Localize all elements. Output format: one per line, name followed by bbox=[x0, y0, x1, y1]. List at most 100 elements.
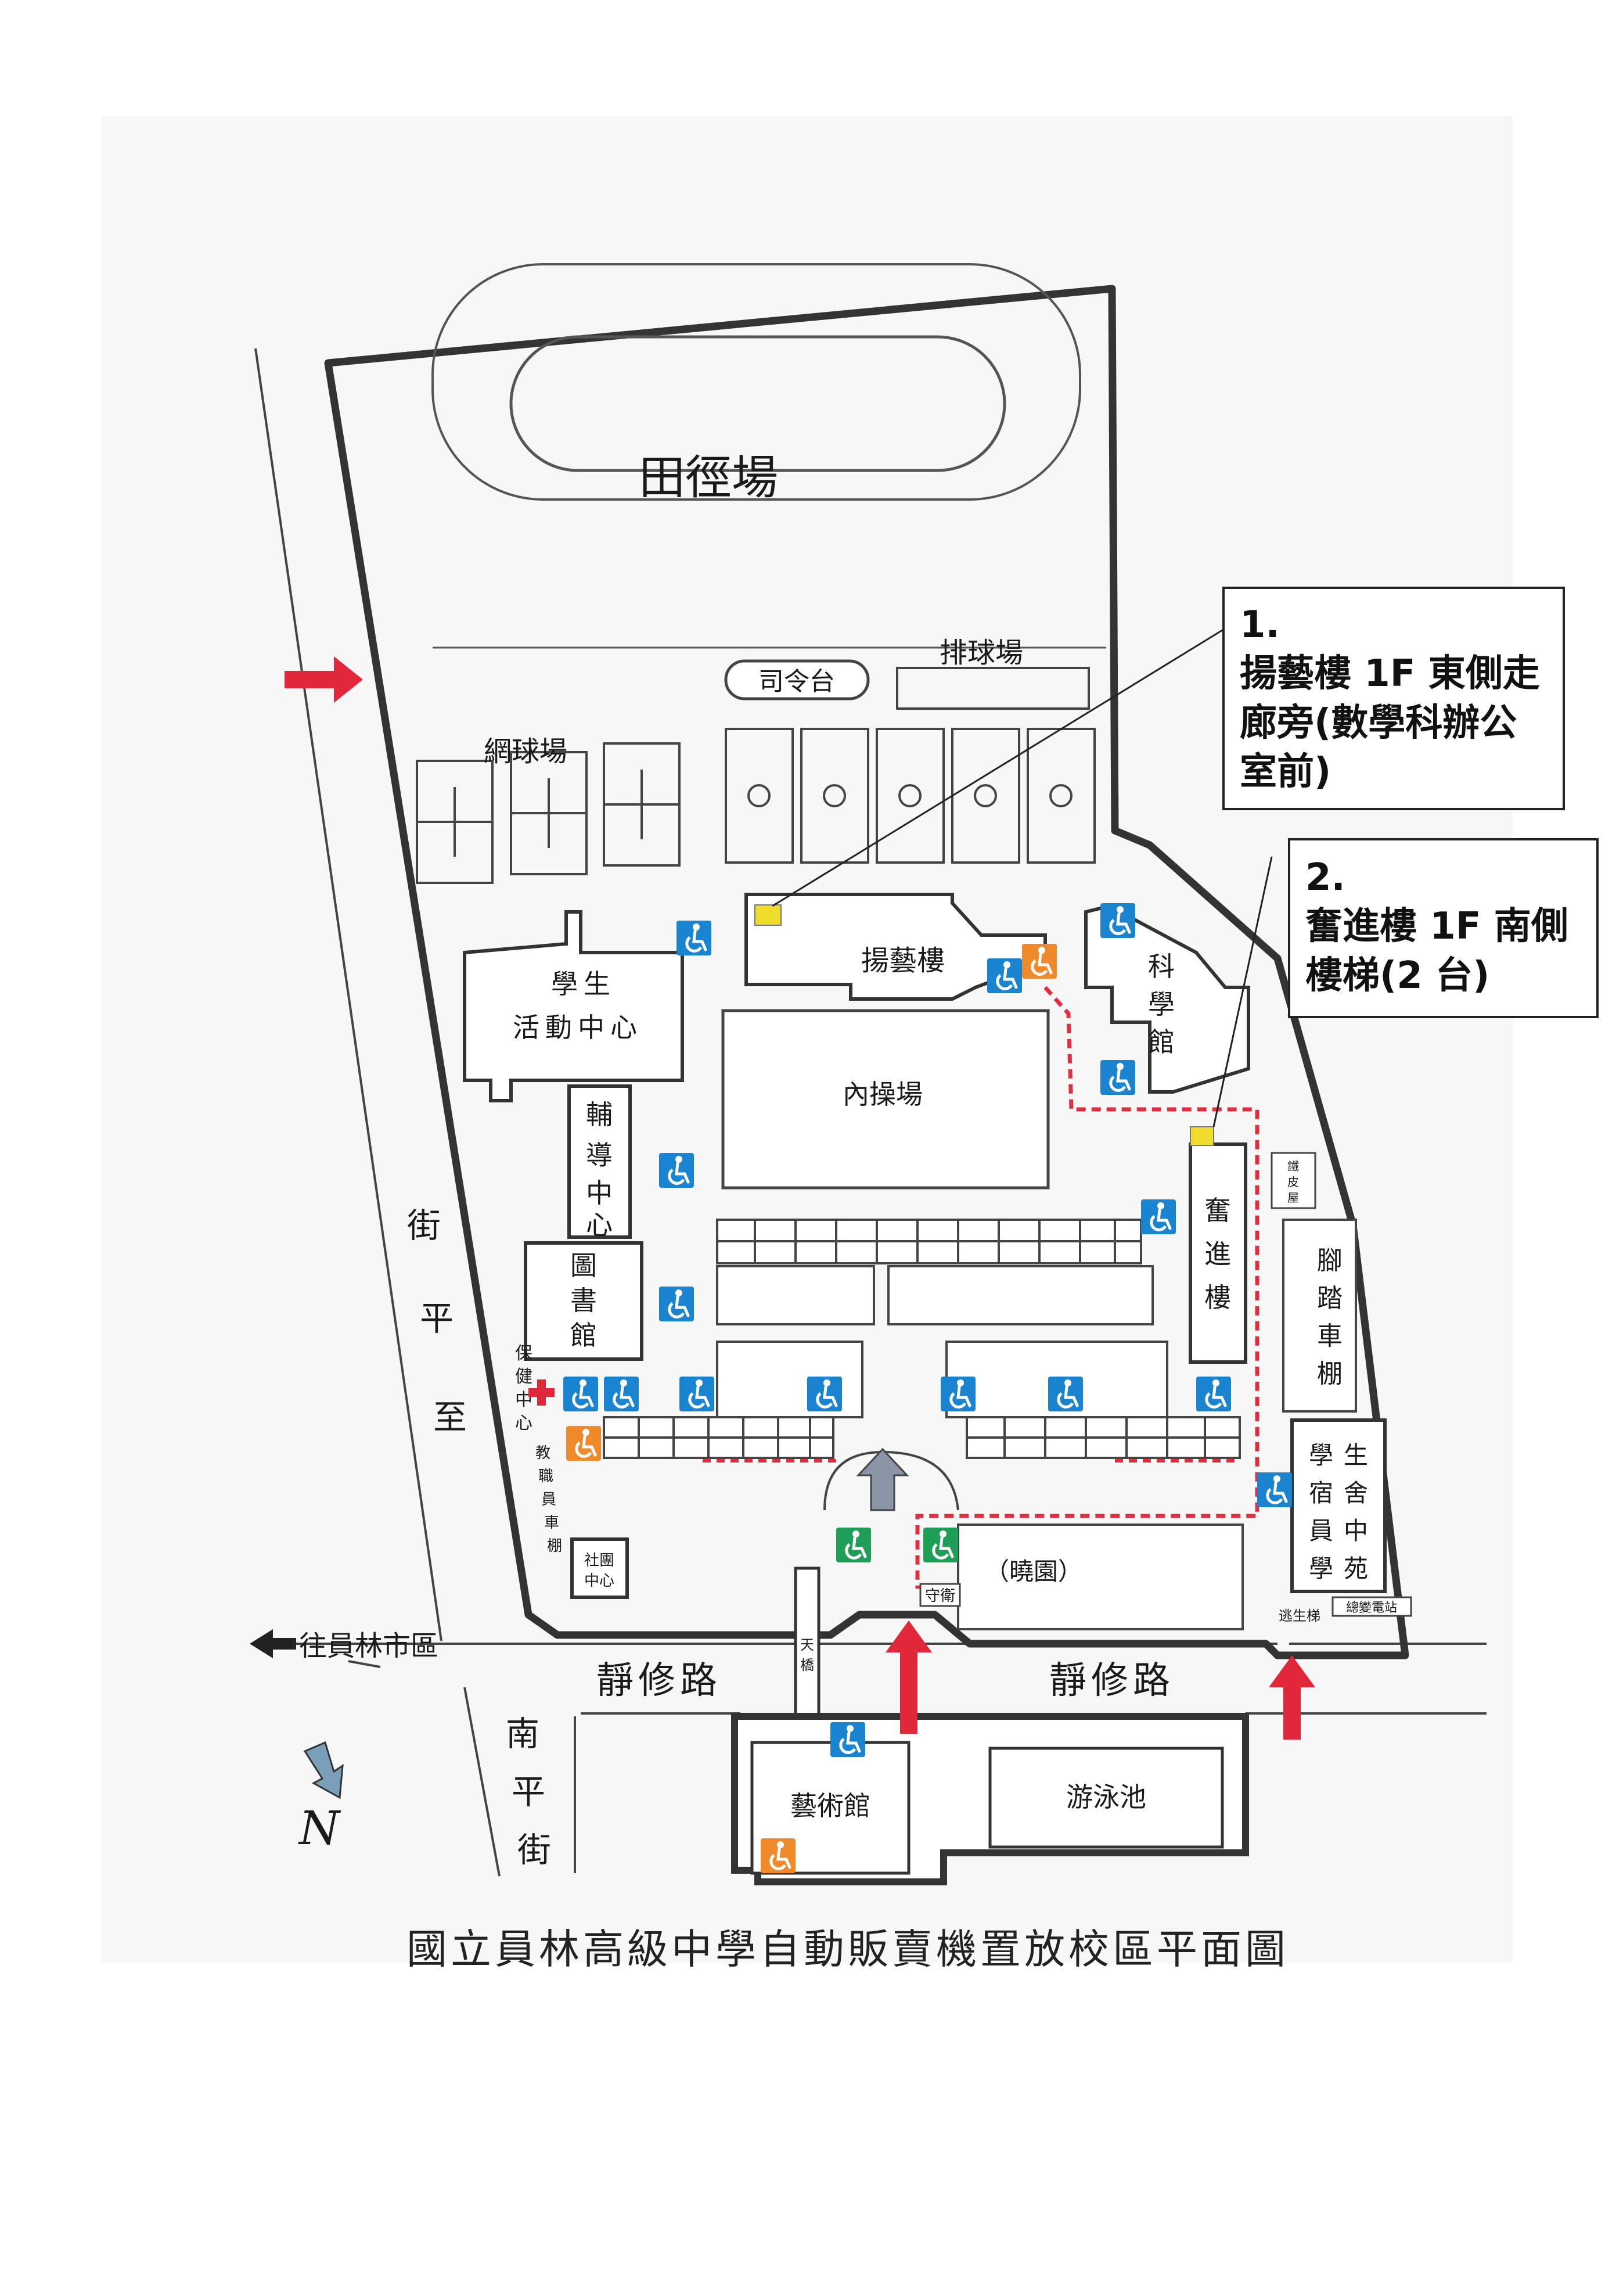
fenjin-label-1: 奮 bbox=[1204, 1195, 1231, 1226]
to-yuanlin-arrow bbox=[250, 1629, 296, 1658]
student-activity-center bbox=[463, 910, 684, 1102]
wheelchair-icon bbox=[941, 1377, 976, 1411]
fenjin-label-2: 進 bbox=[1204, 1238, 1231, 1270]
wheelchair-icon bbox=[1022, 944, 1057, 979]
callout-vending-1: 1. 揚藝樓 1F 東側走廊旁(數學科辦公室前) bbox=[1222, 587, 1565, 810]
callout-vending-2: 2. 奮進樓 1F 南側樓梯(2 台) bbox=[1288, 838, 1599, 1018]
zhiping-street-char-1: 街 bbox=[407, 1206, 441, 1245]
callout-1-leader bbox=[772, 629, 1223, 907]
callout-2-leader bbox=[1212, 856, 1273, 1127]
compass-label: N bbox=[298, 1801, 341, 1855]
corridor-grid-left bbox=[603, 1416, 834, 1459]
dorm-label-b1: 生 bbox=[1344, 1441, 1368, 1469]
bike-shed-label-1: 腳 bbox=[1317, 1246, 1343, 1275]
swimming-pool bbox=[988, 1747, 1224, 1849]
library-label-2: 書 bbox=[570, 1285, 597, 1316]
dorm-label-b2: 舍 bbox=[1344, 1479, 1368, 1507]
science-building bbox=[1084, 904, 1250, 1094]
yangyi-building-label: 揚藝樓 bbox=[861, 944, 945, 977]
zhiping-street-char-3: 至 bbox=[433, 1397, 467, 1437]
wheelchair-icon bbox=[1048, 1377, 1083, 1411]
counseling-label-2: 導 bbox=[586, 1140, 613, 1171]
dawn-garden-label: （曉園） bbox=[985, 1557, 1082, 1586]
guard-box bbox=[919, 1583, 961, 1607]
counseling-label-4: 心 bbox=[586, 1209, 613, 1241]
wheelchair-icon bbox=[676, 921, 711, 955]
nanping-street-char-1: 南 bbox=[506, 1714, 539, 1754]
vending-marker-1 bbox=[754, 904, 782, 926]
staff-shed-label-1: 教 bbox=[535, 1445, 550, 1462]
library-label-3: 館 bbox=[570, 1320, 597, 1351]
staff-shed-label-5: 棚 bbox=[547, 1537, 562, 1555]
tennis-courts bbox=[416, 742, 681, 884]
staff-shed-label-3: 員 bbox=[541, 1491, 556, 1508]
health-center-label-2: 健 bbox=[515, 1367, 532, 1387]
volleyball-courts-label: 排球場 bbox=[940, 637, 1023, 669]
substation-label: 總變電站 bbox=[1346, 1601, 1397, 1615]
sky-bridge-label-1: 天 bbox=[800, 1637, 814, 1653]
bike-shed-label-3: 車 bbox=[1317, 1321, 1343, 1351]
art-building-label: 藝術館 bbox=[790, 1790, 870, 1821]
fenjin-label-3: 樓 bbox=[1204, 1282, 1231, 1313]
track-field-label: 田徑場 bbox=[639, 451, 778, 505]
entrance-arrow-east bbox=[1269, 1655, 1315, 1740]
wheelchair-icon bbox=[987, 958, 1022, 993]
counseling-center bbox=[567, 1084, 632, 1239]
staff-shed-label-4: 車 bbox=[544, 1514, 559, 1532]
dorm-label-b3: 中 bbox=[1344, 1517, 1368, 1545]
iron-house bbox=[1271, 1152, 1316, 1209]
counseling-label-1: 輔 bbox=[586, 1099, 613, 1130]
health-center-label-4: 心 bbox=[515, 1413, 532, 1433]
bike-shed-label-4: 棚 bbox=[1317, 1359, 1343, 1389]
nanping-street-char-2: 平 bbox=[512, 1772, 545, 1812]
compass: N bbox=[298, 1741, 344, 1855]
wheelchair-icon bbox=[830, 1722, 865, 1757]
club-center bbox=[570, 1537, 629, 1599]
dormitory bbox=[1290, 1418, 1387, 1593]
science-building-label-1: 科 bbox=[1148, 951, 1175, 982]
entrance-arrow-gate bbox=[886, 1621, 932, 1734]
entrance-arrow-west bbox=[285, 656, 363, 703]
wheelchair-icon bbox=[1100, 903, 1135, 938]
science-building-label-3: 館 bbox=[1148, 1026, 1175, 1058]
student-center-label-1: 學生 bbox=[551, 968, 616, 1000]
swimming-pool-label: 游泳池 bbox=[1066, 1781, 1146, 1813]
wheelchair-icon bbox=[1100, 1060, 1135, 1095]
reviewing-stand bbox=[724, 659, 870, 700]
staff-shed-label-2: 職 bbox=[538, 1468, 553, 1485]
wheelchair-icon bbox=[563, 1377, 598, 1411]
sky-bridge bbox=[794, 1566, 821, 1738]
to-yuanlin-label: 往員林市區 bbox=[299, 1630, 438, 1662]
jingxiu-road-east: 靜修路 bbox=[1049, 1659, 1175, 1702]
indoor-court-label: 內操場 bbox=[843, 1079, 923, 1110]
accessible-route bbox=[915, 986, 1259, 1589]
callout-2-number: 2. bbox=[1305, 856, 1345, 899]
tennis-courts-label: 網球場 bbox=[484, 735, 567, 768]
map-title: 國立員林高級中學自動販賣機置放校區平面圖 bbox=[406, 1925, 1289, 1973]
wheelchair-icon bbox=[807, 1377, 842, 1411]
library-label-1: 圖 bbox=[570, 1250, 597, 1281]
iron-house-label-3: 屋 bbox=[1287, 1191, 1299, 1205]
sky-bridge-label-2: 橋 bbox=[800, 1657, 814, 1673]
wheelchair-icon bbox=[836, 1528, 871, 1562]
wheelchair-icon bbox=[1257, 1472, 1292, 1507]
callout-1-number: 1. bbox=[1240, 603, 1280, 646]
zhiping-street-char-2: 平 bbox=[420, 1299, 454, 1338]
jingxiu-road-west: 靜修路 bbox=[596, 1659, 722, 1702]
callout-2-text: 奮進樓 1F 南側樓梯(2 台) bbox=[1305, 905, 1568, 997]
reviewing-stand-label: 司令台 bbox=[758, 667, 835, 696]
track-field bbox=[431, 263, 1106, 649]
iron-house-label-2: 皮 bbox=[1287, 1175, 1299, 1189]
library bbox=[524, 1241, 643, 1361]
compass-arrow-icon bbox=[303, 1741, 344, 1799]
wheelchair-icon bbox=[679, 1377, 714, 1411]
dorm-label-a2: 宿 bbox=[1309, 1479, 1333, 1507]
counseling-label-3: 中 bbox=[586, 1177, 613, 1209]
dawn-garden bbox=[957, 1524, 1244, 1630]
dorm-label-b4: 苑 bbox=[1344, 1554, 1368, 1583]
indoor-court bbox=[721, 1009, 1050, 1190]
health-center-label-1: 保 bbox=[515, 1343, 532, 1364]
gray-arrow bbox=[856, 1447, 909, 1511]
escape-stairs-label: 逃生梯 bbox=[1279, 1608, 1320, 1624]
iron-house-label-1: 鐵 bbox=[1287, 1159, 1299, 1173]
